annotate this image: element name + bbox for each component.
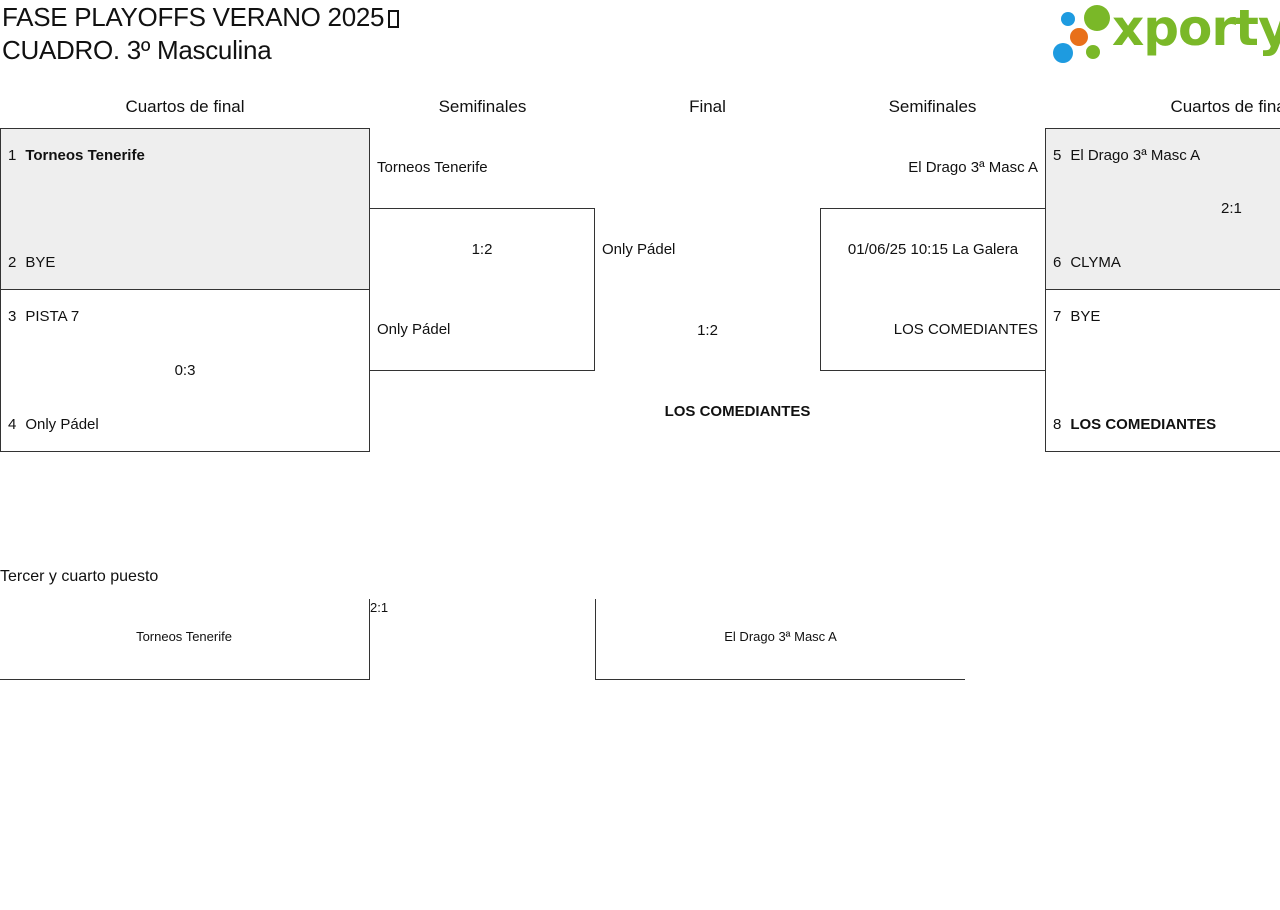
team-row-b: 2 BYE bbox=[8, 254, 55, 271]
team-name: El Drago 3ª Masc A bbox=[1070, 147, 1201, 164]
team-name: Torneos Tenerife bbox=[25, 147, 145, 164]
team-name: BYE bbox=[1070, 308, 1101, 325]
third-place-team-a: Torneos Tenerife bbox=[136, 629, 232, 644]
seed-number: 1 bbox=[8, 147, 17, 164]
team-row-a: 5 El Drago 3ª Masc A bbox=[1053, 147, 1200, 164]
logo-wordmark: xporty bbox=[1112, 0, 1280, 57]
right-sf-match[interactable]: 01/06/25 10:15 La Galera LOS COMEDIANTES bbox=[820, 208, 1046, 371]
third-place-team-b: El Drago 3ª Masc A bbox=[724, 629, 837, 644]
seed-number: 6 bbox=[1053, 254, 1062, 271]
third-place-team-b-cell[interactable]: El Drago 3ª Masc A bbox=[595, 599, 965, 680]
col-head-final: Final bbox=[689, 97, 726, 116]
team-row-a: 1 Torneos Tenerife bbox=[8, 147, 145, 164]
team-name: BYE bbox=[25, 254, 56, 271]
third-place-team-a-cell[interactable]: Torneos Tenerife bbox=[0, 599, 370, 680]
seed-number: 8 bbox=[1053, 416, 1062, 433]
missing-glyph-icon bbox=[388, 10, 400, 28]
team-name: LOS COMEDIANTES bbox=[1070, 416, 1217, 433]
final-winner: LOS COMEDIANTES bbox=[664, 403, 811, 420]
team-row-b: 8 LOS COMEDIANTES bbox=[1053, 416, 1216, 433]
final-score: 1:2 bbox=[697, 322, 718, 339]
final-team-a: Only Pádel bbox=[602, 241, 676, 258]
seed-number: 2 bbox=[8, 254, 17, 271]
col-head-right-sf: Semifinales bbox=[888, 97, 977, 116]
third-place-title: Tercer y cuarto puesto bbox=[0, 568, 159, 585]
match-score: 0:3 bbox=[174, 362, 196, 379]
team-name: CLYMA bbox=[1070, 254, 1121, 271]
seed-number: 3 bbox=[8, 308, 17, 325]
right-qf-match-1[interactable]: 5 El Drago 3ª Masc A 2:1 6 CLYMA bbox=[1045, 128, 1280, 290]
team-row-a: 7 BYE bbox=[1053, 308, 1100, 325]
right-qf-match-2[interactable]: 7 BYE 8 LOS COMEDIANTES bbox=[1045, 289, 1280, 452]
match-info: 01/06/25 10:15 La Galera bbox=[847, 241, 1019, 258]
left-sf-match[interactable]: 1:2 Only Pádel bbox=[369, 208, 595, 371]
left-qf-match-1[interactable]: 1 Torneos Tenerife 2 BYE bbox=[0, 128, 370, 290]
logo-green-dot bbox=[1084, 5, 1110, 31]
logo-blue-dot bbox=[1053, 43, 1073, 63]
team-name: Only Pádel bbox=[25, 416, 99, 433]
logo-blue-dot-small bbox=[1061, 12, 1075, 26]
logo-orange-dot bbox=[1070, 28, 1088, 46]
seed-number: 7 bbox=[1053, 308, 1062, 325]
team-row-a: 3 PISTA 7 bbox=[8, 308, 79, 325]
match-score: 1:2 bbox=[471, 241, 493, 258]
title-line-1: FASE PLAYOFFS VERANO 2025 bbox=[2, 2, 385, 32]
page-title: FASE PLAYOFFS VERANO 2025 bbox=[2, 1, 400, 34]
col-head-right-qf: Cuartos de final bbox=[1170, 97, 1280, 116]
left-qf-match-2[interactable]: 3 PISTA 7 0:3 4 Only Pádel bbox=[0, 289, 370, 452]
seed-number: 4 bbox=[8, 416, 17, 433]
right-sf-team-a: El Drago 3ª Masc A bbox=[908, 159, 1038, 176]
team-row-b: 4 Only Pádel bbox=[8, 416, 99, 433]
third-place-score: 2:1 bbox=[370, 600, 389, 615]
left-sf-team-b: Only Pádel bbox=[377, 321, 451, 338]
right-sf-team-b: LOS COMEDIANTES bbox=[893, 321, 1038, 338]
team-row-b: 6 CLYMA bbox=[1053, 254, 1121, 271]
page-subtitle: CUADRO. 3º Masculina bbox=[2, 35, 272, 65]
match-score: 2:1 bbox=[1221, 200, 1242, 217]
col-head-left-sf: Semifinales bbox=[438, 97, 527, 116]
logo-green-dot-small bbox=[1086, 45, 1100, 59]
team-name: PISTA 7 bbox=[25, 308, 80, 325]
col-head-left-qf: Cuartos de final bbox=[125, 97, 245, 116]
seed-number: 5 bbox=[1053, 147, 1062, 164]
xporty-logo: xporty bbox=[1050, 0, 1280, 68]
left-sf-team-a: Torneos Tenerife bbox=[377, 159, 488, 176]
